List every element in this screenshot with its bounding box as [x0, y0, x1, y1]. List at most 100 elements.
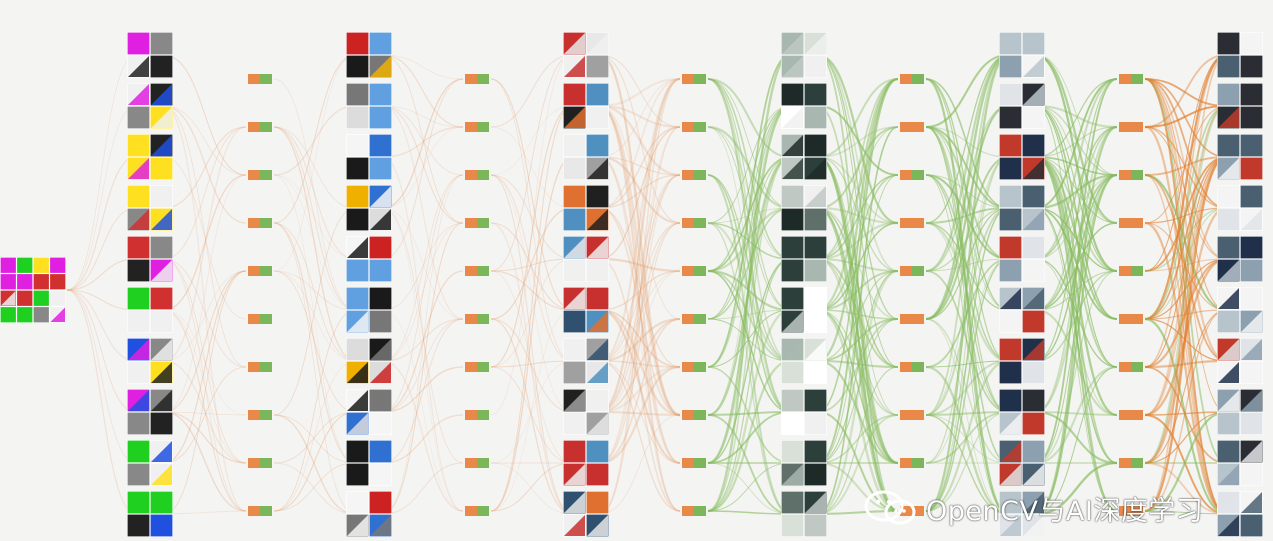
edge [163, 105, 247, 368]
edge [273, 126, 356, 362]
edge [1035, 104, 1118, 129]
feature-thumbnail [346, 32, 392, 78]
edge [1144, 126, 1227, 209]
edge [599, 270, 681, 311]
edge [599, 126, 681, 515]
edge [925, 53, 1009, 129]
network-node [1119, 122, 1143, 132]
edge [707, 411, 791, 416]
feature-thumbnail [781, 491, 827, 537]
edge [490, 258, 573, 368]
edge [707, 125, 791, 210]
edge [1035, 78, 1118, 362]
edge [599, 105, 681, 128]
edge [707, 510, 791, 515]
edge [1035, 156, 1118, 272]
edge [273, 414, 356, 515]
edge [273, 174, 356, 464]
network-node [248, 314, 272, 324]
feature-thumbnail [127, 491, 173, 537]
feature-thumbnail [781, 236, 827, 282]
edge [1035, 155, 1118, 321]
edge [273, 270, 356, 362]
feature-thumbnail [563, 287, 609, 333]
edge [163, 360, 247, 464]
edge [273, 309, 356, 512]
edge [1144, 78, 1227, 158]
edge [490, 174, 573, 515]
network-node [465, 122, 489, 132]
edge [599, 126, 681, 464]
edge [1144, 105, 1227, 320]
edge [925, 270, 1009, 413]
feature-thumbnail [781, 338, 827, 384]
feature-thumbnail [346, 236, 392, 282]
edge [817, 54, 899, 320]
network-node [248, 170, 272, 180]
edge [925, 318, 1009, 464]
edge [273, 411, 356, 464]
edge [599, 77, 681, 414]
edge [599, 360, 681, 464]
feature-thumbnail [563, 389, 609, 435]
edge [163, 411, 247, 464]
edge [273, 222, 356, 362]
feature-thumbnail [346, 83, 392, 129]
edge [707, 105, 791, 272]
edge [66, 258, 137, 291]
edge [163, 309, 247, 512]
edge [707, 78, 791, 209]
edge [925, 258, 1009, 512]
edges-layer [66, 53, 1227, 516]
edge [1144, 53, 1227, 321]
edge [599, 174, 681, 209]
edge [925, 359, 1009, 513]
feature-thumbnail [127, 440, 173, 486]
edge [382, 309, 464, 512]
feature-thumbnail [1217, 185, 1263, 231]
network-node [682, 74, 706, 84]
edge [707, 359, 791, 513]
feature-thumbnail [999, 83, 1045, 129]
edge [273, 414, 356, 464]
network-node [900, 122, 924, 132]
feature-thumbnail [999, 440, 1045, 486]
edge [925, 78, 1009, 362]
edge [817, 78, 899, 464]
edge [817, 77, 899, 363]
edge [382, 222, 464, 311]
edge [707, 105, 791, 224]
edge [817, 309, 899, 416]
edge [925, 207, 1009, 512]
edge [490, 54, 573, 128]
edge [273, 126, 356, 311]
edge [1144, 54, 1227, 368]
edge [925, 54, 1009, 224]
edge [163, 270, 247, 515]
edge [1035, 156, 1118, 176]
feature-thumbnail [563, 185, 609, 231]
edge [382, 126, 464, 158]
edge [163, 366, 247, 464]
feature-thumbnail [781, 83, 827, 129]
edge [490, 360, 573, 464]
network-node [465, 362, 489, 372]
edge [707, 318, 791, 362]
edge [163, 270, 247, 464]
edge [1144, 78, 1227, 311]
feature-thumbnail [781, 440, 827, 486]
edge [599, 126, 681, 260]
network-node [1119, 314, 1143, 324]
edge [382, 78, 464, 260]
edge [1144, 309, 1227, 512]
network-node [682, 266, 706, 276]
edge [707, 77, 791, 414]
network-node [465, 458, 489, 468]
edge [925, 126, 1009, 515]
feature-thumbnail [999, 134, 1045, 180]
feature-thumbnail [999, 236, 1045, 282]
edge [925, 411, 1009, 464]
edge [599, 126, 681, 209]
edge [273, 207, 356, 416]
edge [599, 156, 681, 176]
